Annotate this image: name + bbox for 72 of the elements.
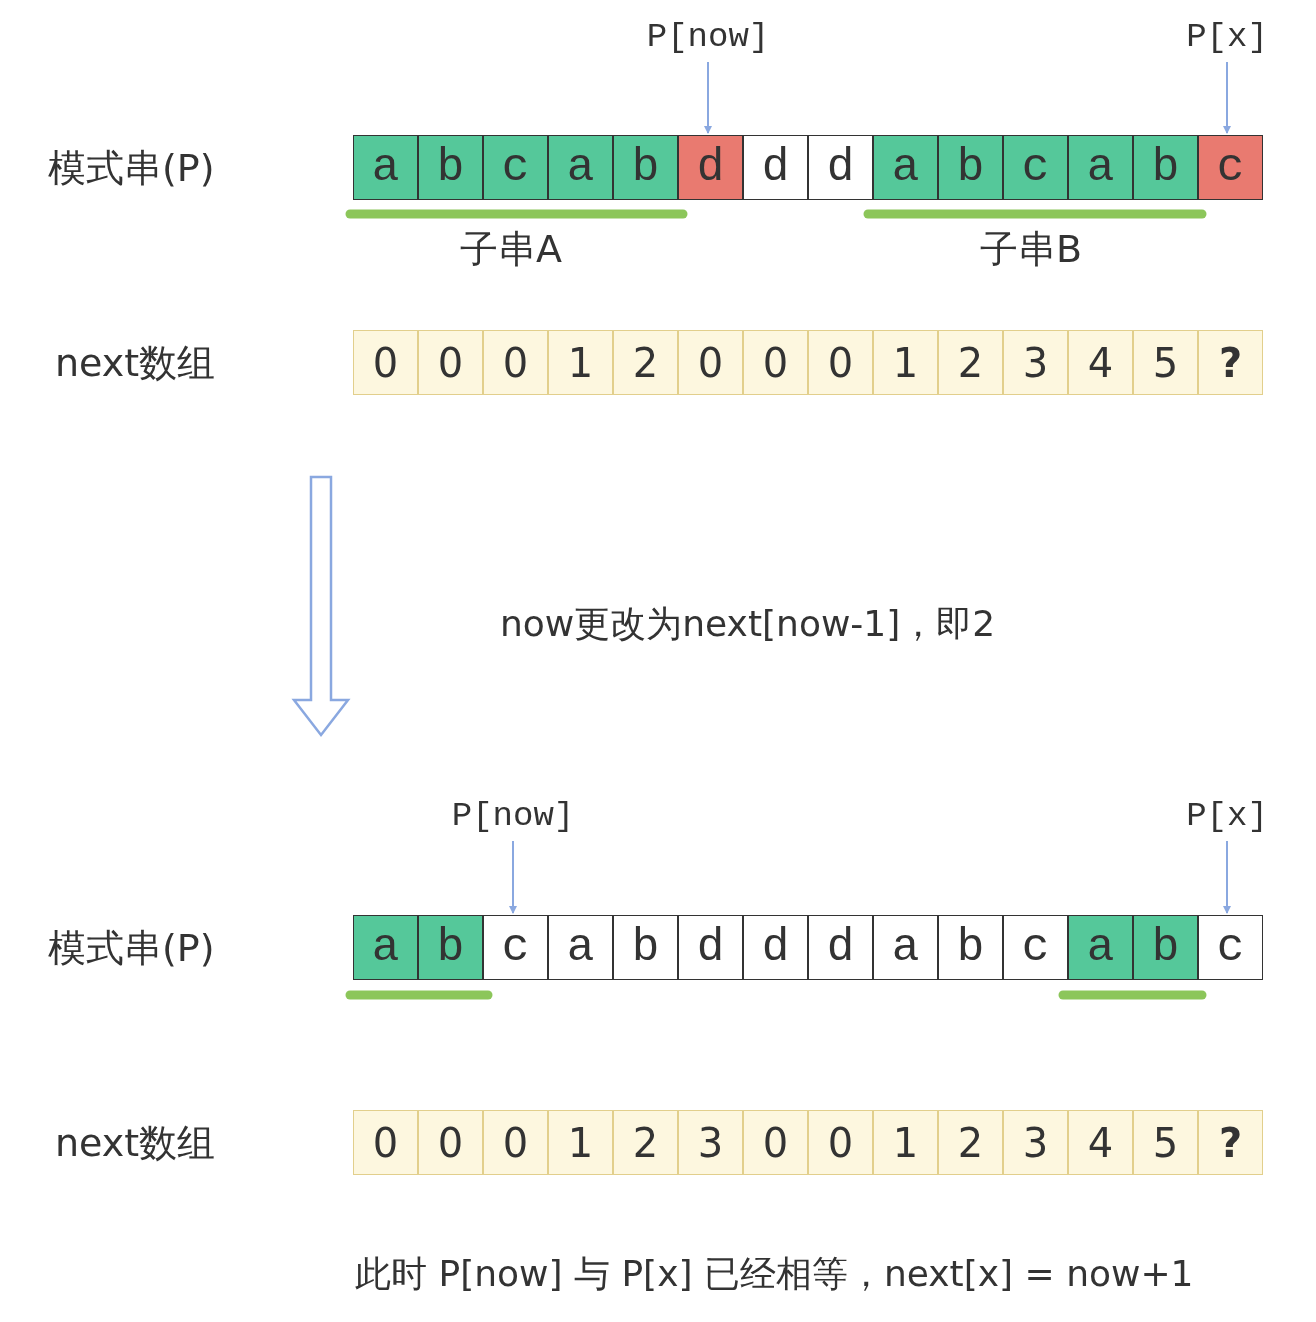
number-cell: 3	[1003, 330, 1068, 395]
letter-cell: d	[678, 915, 743, 980]
caption-text: now更改为next[now-1]，即2	[500, 602, 996, 646]
pointer-label: P[now]	[451, 797, 575, 835]
number-cell: 2	[938, 330, 1003, 395]
number-cell: 0	[353, 1110, 418, 1175]
number-cell: 0	[483, 330, 548, 395]
arrow	[1223, 840, 1231, 914]
number-cell: 0	[678, 330, 743, 395]
letter-cell: d	[743, 135, 808, 200]
letter-cell: b	[938, 915, 1003, 980]
letter-cell: a	[1068, 135, 1133, 200]
number-cell: 1	[548, 330, 613, 395]
number-cell: 4	[1068, 1110, 1133, 1175]
number-cell: 0	[418, 1110, 483, 1175]
number-cell: 0	[418, 330, 483, 395]
number-cell: 1	[873, 1110, 938, 1175]
letter-cell: b	[418, 915, 483, 980]
caption-text: 子串B	[980, 226, 1083, 273]
letter-cell: c	[483, 135, 548, 200]
number-cell: 0	[808, 330, 873, 395]
number-cell: 0	[808, 1110, 873, 1175]
number-cell: 2	[613, 330, 678, 395]
pointer-label: P[x]	[1186, 797, 1268, 835]
letter-cell: d	[808, 135, 873, 200]
letter-cell: c	[1198, 135, 1263, 200]
number-cell: 0	[743, 1110, 808, 1175]
letter-cell: a	[1068, 915, 1133, 980]
letter-cell: d	[808, 915, 873, 980]
number-cell: ?	[1198, 1110, 1263, 1175]
letter-cell: c	[1003, 135, 1068, 200]
number-cell: ?	[1198, 330, 1263, 395]
number-cell: 3	[678, 1110, 743, 1175]
letter-cell: b	[418, 135, 483, 200]
letter-cell: c	[483, 915, 548, 980]
letter-cell: b	[613, 915, 678, 980]
pointer-label: P[x]	[1186, 18, 1268, 56]
arrow	[509, 840, 517, 914]
number-cell: 0	[353, 330, 418, 395]
number-cell: 0	[743, 330, 808, 395]
letter-cell: a	[548, 135, 613, 200]
number-cell: 5	[1133, 1110, 1198, 1175]
number-cell: 1	[548, 1110, 613, 1175]
number-cell: 2	[613, 1110, 678, 1175]
number-cell: 0	[483, 1110, 548, 1175]
caption-text: next数组	[55, 1120, 216, 1167]
arrow	[1223, 61, 1231, 134]
caption-text: 模式串(P)	[48, 925, 215, 972]
pointer-label: P[now]	[646, 18, 770, 56]
letter-cell: a	[548, 915, 613, 980]
number-cell: 3	[1003, 1110, 1068, 1175]
letter-cell: a	[353, 135, 418, 200]
caption-text: next数组	[55, 340, 216, 387]
letter-cell: b	[938, 135, 1003, 200]
letter-cell: d	[743, 915, 808, 980]
letter-cell: b	[1133, 915, 1198, 980]
number-cell: 4	[1068, 330, 1133, 395]
number-cell: 5	[1133, 330, 1198, 395]
letter-cell: b	[613, 135, 678, 200]
letter-cell: c	[1198, 915, 1263, 980]
letter-cell: b	[1133, 135, 1198, 200]
caption-text: 此时 P[now] 与 P[x] 已经相等，next[x] = now+1	[355, 1252, 1194, 1296]
letter-cell: a	[873, 915, 938, 980]
number-cell: 1	[873, 330, 938, 395]
number-cell: 2	[938, 1110, 1003, 1175]
letter-cell: a	[353, 915, 418, 980]
letter-cell: a	[873, 135, 938, 200]
caption-text: 模式串(P)	[48, 145, 215, 192]
arrow	[704, 61, 712, 134]
letter-cell: d	[678, 135, 743, 200]
caption-text: 子串A	[460, 226, 562, 273]
letter-cell: c	[1003, 915, 1068, 980]
